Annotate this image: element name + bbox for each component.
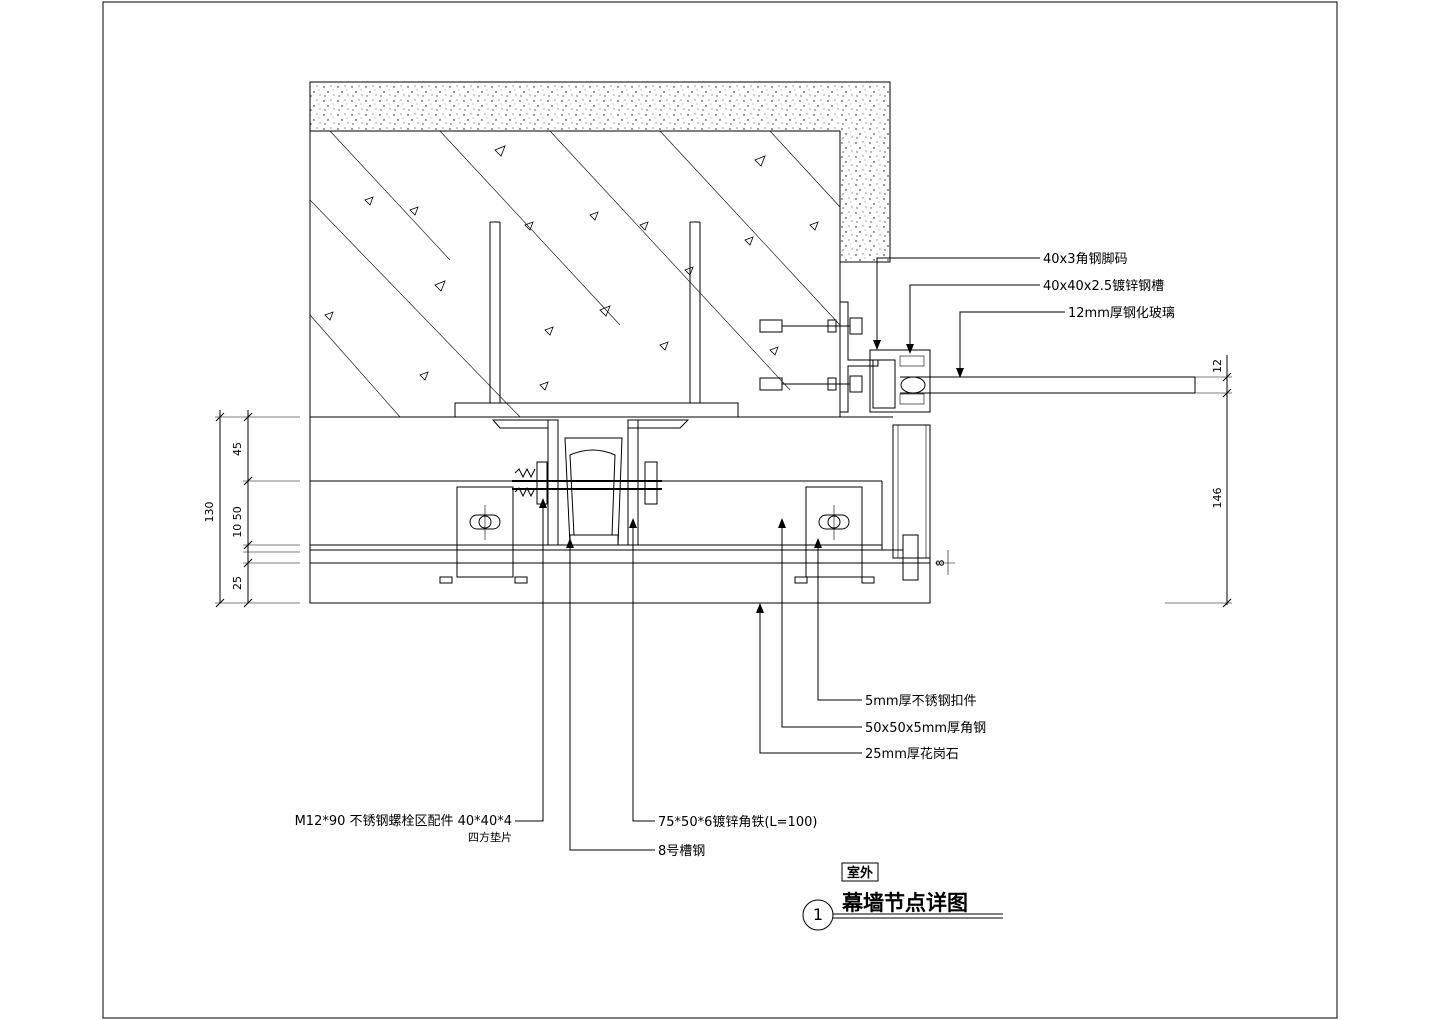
- dim-25: 25: [231, 576, 244, 590]
- right-dimension: [935, 355, 1232, 608]
- drawing-frame: [102, 1, 1338, 1019]
- stainless-clips: [456, 486, 863, 578]
- cladding-frame: [309, 416, 903, 603]
- channel-steel-and-bolt: [439, 419, 875, 584]
- granite-slab: [309, 562, 931, 604]
- title-block: [802, 862, 1003, 931]
- label-galv-angle: 75*50*6镀锌角铁(L=100): [658, 814, 817, 830]
- label-angle-bracket: 40x3角钢脚码: [1043, 251, 1128, 267]
- dim-10-50: 10 50: [231, 506, 244, 538]
- label-channel-steel: 8号槽钢: [658, 844, 705, 859]
- embedded-plate: [454, 221, 739, 418]
- glass-panel-assembly: [869, 349, 1196, 413]
- expansion-bolts: [759, 301, 879, 413]
- label-angle-steel: 50x50x5mm厚角钢: [865, 721, 986, 736]
- label-granite: 25mm厚花岗石: [865, 746, 959, 762]
- label-stainless-clip: 5mm厚不锈钢扣件: [865, 694, 977, 709]
- granite-side-panel: [892, 424, 931, 581]
- title-tag: 室外: [847, 865, 873, 881]
- dim-12: 12: [1211, 359, 1224, 373]
- dim-45: 45: [231, 442, 244, 456]
- dim-146: 146: [1211, 488, 1224, 509]
- label-bolt: M12*90 不锈钢螺栓区配件 40*40*4: [295, 814, 512, 829]
- concrete-slab: [309, 81, 891, 418]
- right-leaders: [873, 257, 1065, 378]
- dim-130: 130: [203, 502, 216, 523]
- label-glass: 12mm厚钢化玻璃: [1068, 306, 1175, 321]
- label-steel-channel: 40x40x2.5镀锌钢槽: [1043, 278, 1164, 294]
- label-bolt-washer: 四方垫片: [468, 830, 512, 844]
- title-text: 幕墙节点详图: [841, 891, 968, 915]
- title-number: 1: [813, 905, 823, 924]
- bottom-leaders: [515, 498, 862, 851]
- dim-8: 8: [934, 560, 947, 567]
- left-dimension: [215, 410, 300, 608]
